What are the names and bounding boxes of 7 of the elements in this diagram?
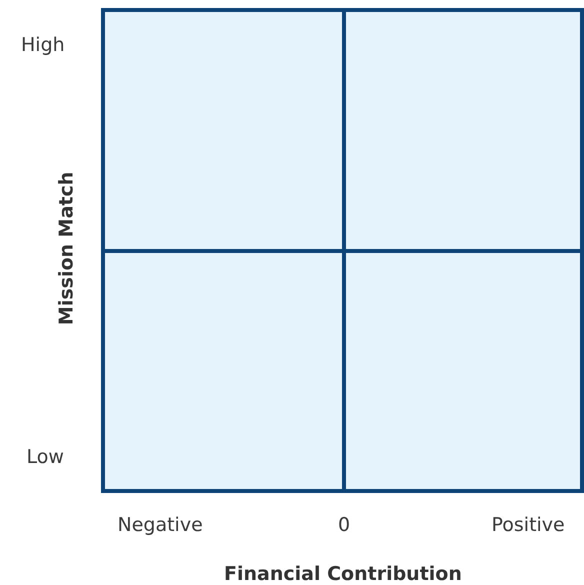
- axis-title: Financial Contribution: [224, 562, 462, 585]
- axis-tick-label: Low: [26, 446, 64, 468]
- axis-title: Mission Match: [54, 171, 78, 325]
- axis-tick-label: Positive: [492, 514, 565, 536]
- axis-tick-label: 0: [338, 514, 350, 536]
- axis-tick-label: High: [21, 34, 65, 56]
- axis-tick-label: Negative: [118, 514, 203, 536]
